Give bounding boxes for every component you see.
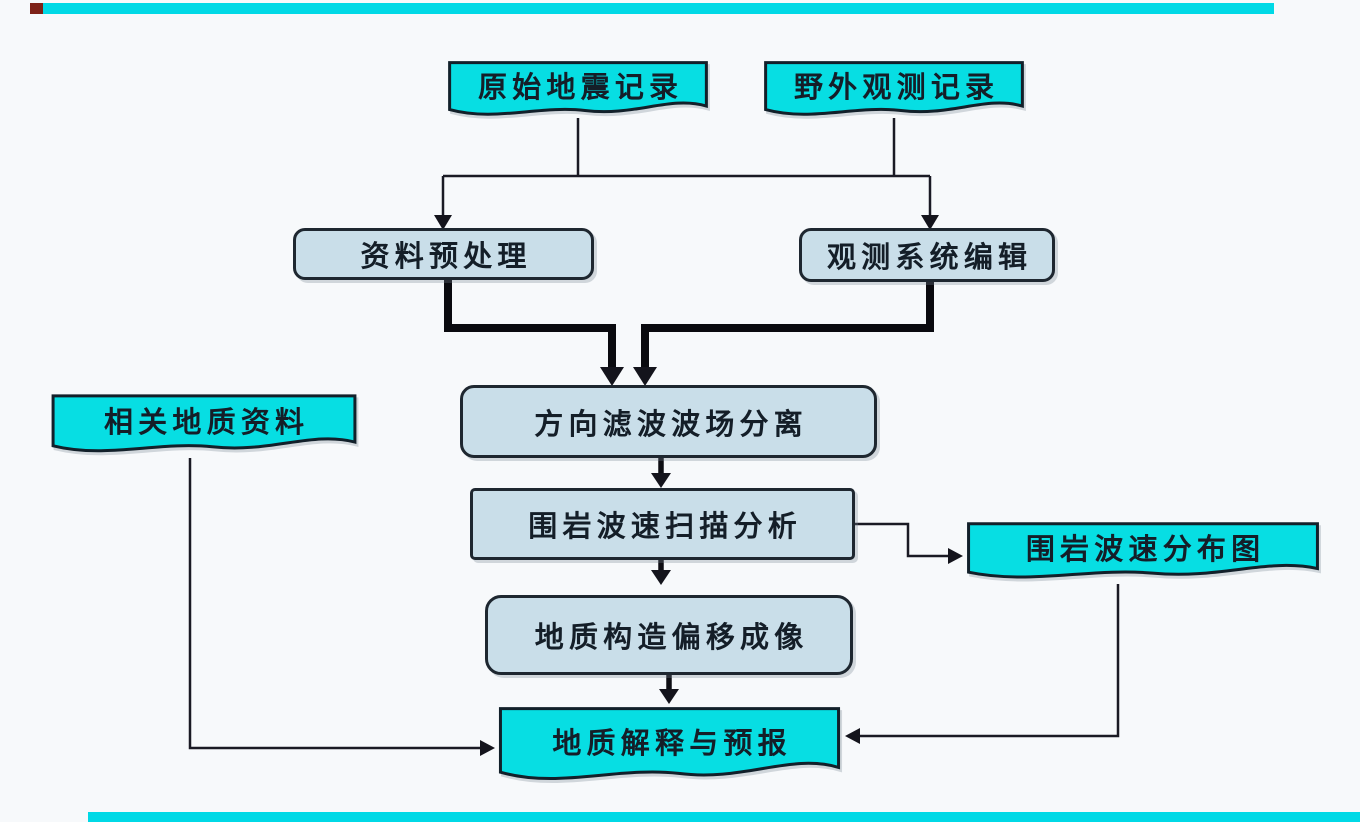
node-field-observation-record: 野外观测记录 (763, 60, 1025, 122)
node-label: 观测系统编辑 (826, 242, 1033, 274)
connector-bus-to-observation-editing (921, 176, 939, 230)
connector-separation-to-scan (651, 458, 671, 488)
connector-preprocessing-to-separation (444, 279, 624, 386)
node-label: 野外观测记录 (793, 72, 1000, 104)
node-rock-velocity-distribution-map: 围岩波速分布图 (965, 521, 1321, 585)
connector-editing-to-separation (633, 281, 934, 386)
node-geological-interpretation-and-forecast: 地质解释与预报 (497, 705, 842, 789)
node-label: 方向滤波波场分离 (534, 408, 808, 441)
document-shape (497, 705, 842, 789)
node-label: 地质构造偏移成像 (534, 622, 809, 654)
connector-related-data-to-interpretation (188, 458, 495, 756)
bottom-decorative-bar (88, 812, 1360, 822)
node-geological-structure-migration-imaging: 地质构造偏移成像 (485, 595, 853, 675)
node-label: 资料预处理 (360, 241, 532, 273)
top-decorative-bar (30, 3, 1274, 14)
top-bar-accent-chip (30, 3, 43, 14)
node-raw-seismic-record: 原始地震记录 (447, 60, 709, 122)
node-label: 地质解释与预报 (552, 728, 792, 760)
connector-scan-to-migration (651, 560, 671, 585)
node-label: 围岩波速扫描分析 (528, 511, 802, 543)
node-label: 原始地震记录 (477, 72, 684, 104)
connector-migration-to-interpretation (659, 675, 679, 704)
document-shape (50, 393, 358, 459)
node-label: 围岩波速分布图 (1025, 534, 1266, 566)
node-observation-system-editing: 观测系统编辑 (799, 228, 1055, 282)
document-shape (763, 60, 1025, 122)
node-directional-filtering-wavefield-separation: 方向滤波波场分离 (460, 385, 877, 458)
connector-scan-to-distribution-map (855, 522, 963, 564)
node-related-geological-data: 相关地质资料 (50, 393, 358, 459)
connector-bus-to-preprocessing (434, 176, 452, 230)
document-shape (447, 60, 709, 122)
node-rock-velocity-scan-analysis: 围岩波速扫描分析 (470, 488, 855, 560)
node-data-preprocessing: 资料预处理 (293, 228, 594, 280)
connector-distribution-map-to-interpretation (845, 584, 1120, 744)
document-shape (965, 521, 1321, 585)
node-label: 相关地质资料 (103, 407, 310, 439)
